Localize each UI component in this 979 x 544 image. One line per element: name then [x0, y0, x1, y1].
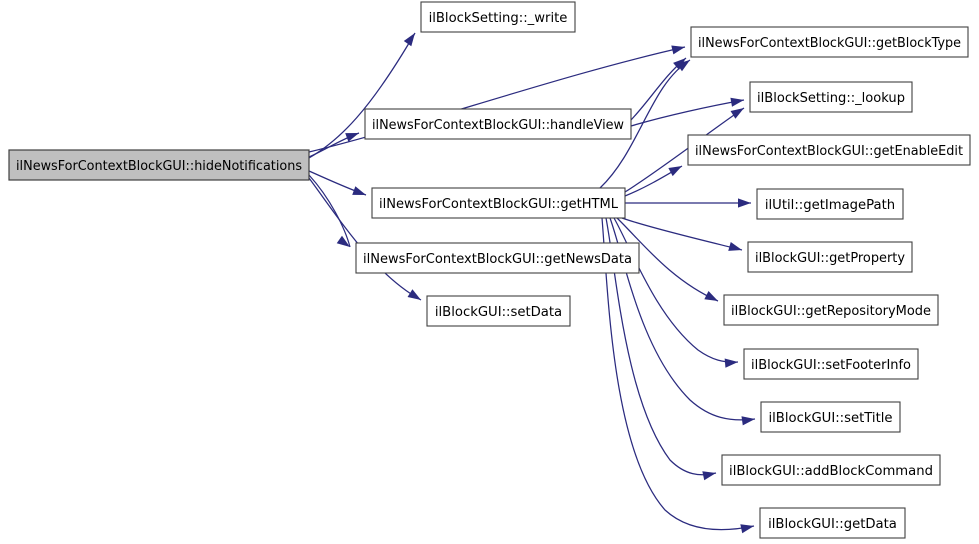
edge-line [616, 217, 719, 302]
graph-node-getImagePath[interactable]: ilUtil::getImagePath [756, 188, 904, 220]
node-box[interactable] [756, 188, 904, 220]
graph-node-getHTML[interactable]: ilNewsForContextBlockGUI::getHTML [371, 187, 626, 219]
node-box[interactable] [687, 134, 971, 166]
edge-line [308, 46, 686, 153]
node-box[interactable] [355, 242, 640, 274]
call-edge [599, 59, 691, 189]
arrowhead-icon [403, 33, 415, 47]
graph-node-write[interactable]: ilBlockSetting::_write [420, 1, 576, 33]
node-box[interactable] [364, 108, 632, 140]
edge-layer [308, 32, 756, 534]
node-label: ilBlockGUI::setFooterInfo [751, 358, 911, 373]
node-box[interactable] [721, 454, 941, 486]
edge-line [599, 59, 691, 189]
edge-line [613, 217, 739, 363]
node-box[interactable] [760, 401, 901, 433]
node-label: ilNewsForContextBlockGUI::getBlockType [698, 36, 961, 51]
call-edge [308, 132, 360, 158]
node-label: ilBlockSetting::_write [429, 11, 568, 26]
arrowhead-icon [676, 60, 690, 72]
node-box[interactable] [426, 295, 571, 327]
node-layer: ilNewsForContextBlockGUI::hideNotificati… [8, 1, 971, 539]
edge-line [601, 217, 755, 531]
graph-node-setFooterInfo[interactable]: ilBlockGUI::setFooterInfo [743, 348, 919, 380]
call-edge [625, 198, 751, 208]
edge-line [624, 107, 745, 193]
call-edge [621, 217, 743, 251]
node-label: ilBlockGUI::getData [768, 517, 897, 532]
graph-node-lookup[interactable]: ilBlockSetting::_lookup [749, 81, 913, 113]
node-box[interactable] [747, 241, 913, 273]
node-box[interactable] [420, 1, 576, 33]
node-box[interactable] [723, 294, 939, 326]
arrowhead-icon [702, 471, 716, 481]
graph-node-getProperty[interactable]: ilBlockGUI::getProperty [747, 241, 913, 273]
node-box[interactable] [749, 81, 913, 113]
node-label: ilNewsForContextBlockGUI::getHTML [379, 197, 619, 212]
arrowhead-icon [336, 235, 350, 247]
graph-node-handleView[interactable]: ilNewsForContextBlockGUI::handleView [364, 108, 632, 140]
arrowhead-icon [730, 97, 744, 107]
node-box[interactable] [8, 149, 310, 181]
call-edge [308, 45, 686, 153]
arrowhead-icon [668, 166, 682, 177]
call-edge [308, 174, 351, 248]
call-edge [624, 165, 683, 197]
arrowhead-icon [730, 108, 744, 119]
edge-line [621, 217, 743, 251]
arrowhead-icon [740, 524, 754, 534]
graph-node-getEnableEdit[interactable]: ilNewsForContextBlockGUI::getEnableEdit [687, 134, 971, 166]
graph-node-getRepositoryMode[interactable]: ilBlockGUI::getRepositoryMode [723, 294, 939, 326]
call-edge [616, 217, 719, 302]
arrowhead-icon [407, 289, 421, 300]
node-label: ilNewsForContextBlockGUI::handleView [372, 118, 624, 133]
graph-node-addBlockCommand[interactable]: ilBlockGUI::addBlockCommand [721, 454, 941, 486]
node-label: ilNewsForContextBlockGUI::hideNotificati… [16, 159, 302, 174]
arrowhead-icon [671, 45, 685, 55]
node-label: ilBlockSetting::_lookup [757, 91, 905, 106]
graph-node-hideNotifications[interactable]: ilNewsForContextBlockGUI::hideNotificati… [8, 149, 310, 181]
arrowhead-icon [741, 416, 755, 426]
node-box[interactable] [759, 507, 906, 539]
graph-node-getBlockType[interactable]: ilNewsForContextBlockGUI::getBlockType [690, 26, 969, 58]
call-edge [308, 170, 367, 196]
graph-node-setTitle[interactable]: ilBlockGUI::setTitle [760, 401, 901, 433]
graph-node-getNewsData[interactable]: ilNewsForContextBlockGUI::getNewsData [355, 242, 640, 274]
arrowhead-icon [345, 133, 359, 142]
node-label: ilBlockGUI::getRepositoryMode [731, 304, 931, 319]
node-box[interactable] [371, 187, 626, 219]
arrowhead-icon [728, 241, 742, 251]
arrowhead-icon [352, 186, 366, 195]
node-box[interactable] [743, 348, 919, 380]
node-label: ilNewsForContextBlockGUI::getNewsData [363, 252, 632, 267]
arrowhead-icon [738, 198, 751, 208]
call-edge [630, 97, 745, 127]
node-label: ilBlockGUI::setData [435, 305, 562, 320]
node-box[interactable] [690, 26, 969, 58]
call-edge [624, 107, 745, 193]
node-label: ilUtil::getImagePath [765, 198, 895, 213]
node-label: ilBlockGUI::getProperty [755, 251, 905, 266]
graph-node-getData[interactable]: ilBlockGUI::getData [759, 507, 906, 539]
node-label: ilNewsForContextBlockGUI::getEnableEdit [695, 144, 963, 159]
arrowhead-icon [704, 290, 718, 301]
edge-line [308, 174, 351, 248]
graph-node-setData[interactable]: ilBlockGUI::setData [426, 295, 571, 327]
node-label: ilBlockGUI::setTitle [768, 411, 892, 426]
node-label: ilBlockGUI::addBlockCommand [729, 464, 933, 479]
arrowhead-icon [724, 358, 738, 368]
call-edge [601, 217, 755, 534]
